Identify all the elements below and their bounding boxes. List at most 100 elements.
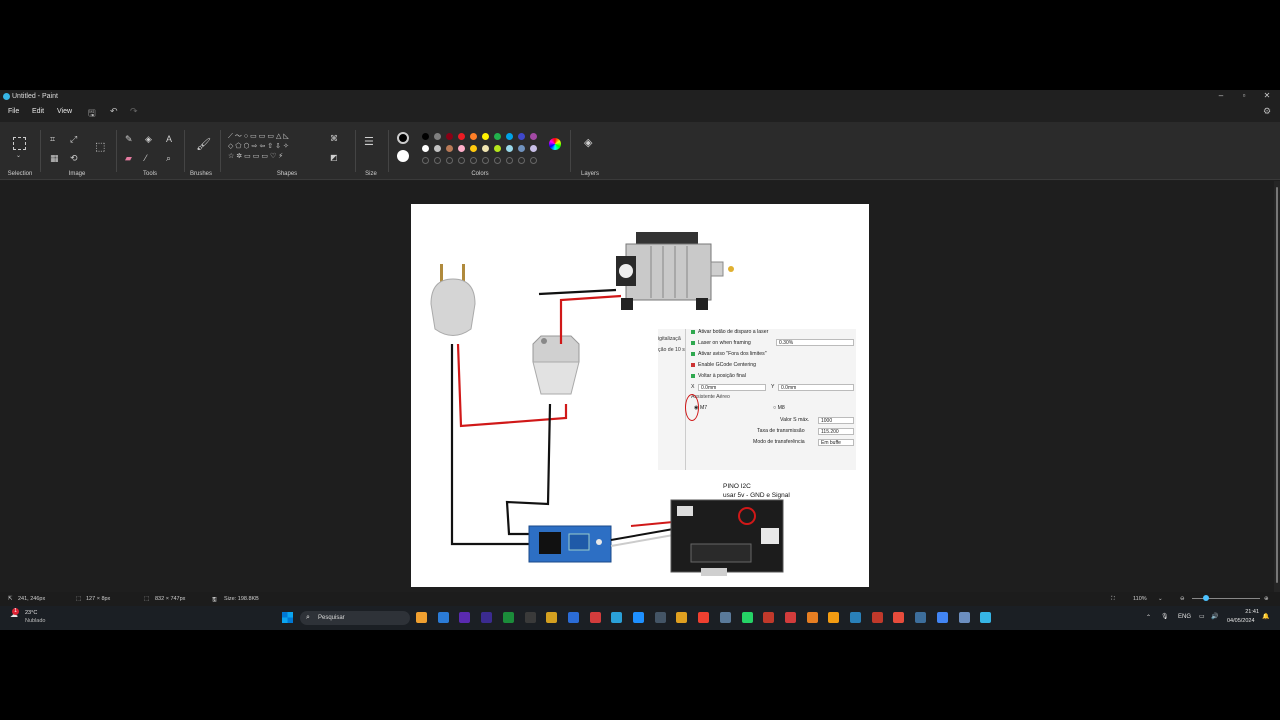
start-windows-icon[interactable]: [282, 612, 293, 623]
taskbar-app-icon[interactable]: [850, 612, 861, 623]
menu-edit[interactable]: Edit: [32, 108, 45, 115]
drawing-canvas[interactable]: igitalizaçã ção de 10 s Ativar botão de …: [411, 204, 869, 587]
zoom-slider[interactable]: [1192, 598, 1260, 599]
palette-color-swatch[interactable]: [482, 133, 489, 140]
taskbar-app-icon[interactable]: [763, 612, 775, 623]
crop-icon[interactable]: ⌗: [50, 134, 56, 144]
input-language[interactable]: ENG: [1178, 614, 1192, 620]
scrollbar-thumb[interactable]: [1276, 187, 1278, 583]
taskbar-app-icon[interactable]: [654, 612, 666, 623]
clock-time[interactable]: 21:41: [1245, 609, 1259, 615]
custom-color-slot[interactable]: [506, 157, 513, 164]
selection-dropdown-icon[interactable]: ⌄: [16, 153, 22, 159]
taskbar-app-icon[interactable]: [784, 612, 796, 623]
palette-color-swatch[interactable]: [494, 133, 501, 140]
taskbar-app-icon[interactable]: [871, 612, 883, 623]
palette-color-swatch[interactable]: [446, 145, 453, 152]
maximize-button[interactable]: ▫: [1242, 91, 1246, 100]
save-icon[interactable]: 🖫: [88, 108, 96, 118]
zoom-dropdown-icon[interactable]: ⌄: [1158, 596, 1163, 602]
taskbar-app-icon[interactable]: [698, 612, 710, 623]
custom-color-slot[interactable]: [422, 157, 429, 164]
palette-color-swatch[interactable]: [506, 145, 513, 152]
eraser-icon[interactable]: ▰: [125, 153, 132, 163]
taskbar-app-icon[interactable]: [893, 612, 905, 623]
palette-color-swatch[interactable]: [518, 145, 525, 152]
settings-gear-icon[interactable]: ⚙: [1263, 106, 1272, 116]
palette-color-swatch[interactable]: [530, 133, 537, 140]
taskbar-app-icon[interactable]: [806, 612, 818, 623]
edit-colors-icon[interactable]: [549, 138, 561, 150]
magnifier-icon[interactable]: ⌕: [166, 153, 172, 163]
redo-icon[interactable]: ↷: [130, 106, 138, 116]
taskbar-app-icon[interactable]: [524, 612, 536, 623]
taskbar-app-icon[interactable]: [958, 612, 970, 623]
minimize-button[interactable]: –: [1218, 91, 1224, 100]
palette-color-swatch[interactable]: [470, 145, 477, 152]
color-picker-icon[interactable]: ⁄: [145, 153, 147, 163]
custom-color-slot[interactable]: [494, 157, 501, 164]
notifications-bell-icon[interactable]: 🔔: [1262, 614, 1270, 620]
taskbar-app-icon[interactable]: [719, 612, 731, 623]
palette-color-swatch[interactable]: [482, 145, 489, 152]
palette-color-swatch[interactable]: [506, 133, 513, 140]
custom-color-slot[interactable]: [446, 157, 453, 164]
menu-view[interactable]: View: [57, 108, 73, 115]
custom-color-slot[interactable]: [458, 157, 465, 164]
taskbar-app-icon[interactable]: [459, 612, 471, 623]
show-hidden-icons[interactable]: ⌃: [1146, 615, 1152, 621]
image-select-icon[interactable]: ⬚: [95, 141, 106, 153]
vertical-scrollbar[interactable]: [1274, 181, 1280, 593]
custom-color-slot[interactable]: [518, 157, 525, 164]
weather-temp[interactable]: 23°C: [25, 610, 38, 616]
taskbar-app-icon[interactable]: [502, 612, 514, 623]
pencil-icon[interactable]: ✎: [125, 134, 133, 144]
microphone-icon[interactable]: 🎙: [1161, 614, 1169, 620]
weather-desc[interactable]: Nublado: [25, 618, 46, 624]
fit-to-window-icon[interactable]: ⛶: [1111, 596, 1115, 602]
primary-color-swatch[interactable]: [397, 132, 409, 144]
menu-file[interactable]: File: [8, 108, 20, 115]
fill-icon[interactable]: ◩: [330, 153, 338, 162]
custom-color-slot[interactable]: [470, 157, 477, 164]
taskbar-app-icon[interactable]: [936, 612, 948, 623]
taskbar-app-icon[interactable]: [828, 612, 840, 623]
taskbar-app-icon[interactable]: [437, 612, 449, 623]
close-button[interactable]: ✕: [1263, 91, 1271, 100]
resize-icon[interactable]: ⤢: [70, 134, 78, 144]
layers-icon[interactable]: ◈: [584, 137, 593, 149]
taskbar-app-icon[interactable]: [676, 612, 688, 623]
palette-color-swatch[interactable]: [434, 145, 441, 152]
line-size-icon[interactable]: ☰: [364, 136, 374, 148]
undo-icon[interactable]: ↶: [110, 106, 118, 116]
zoom-slider-thumb[interactable]: [1203, 595, 1209, 601]
taskbar-app-icon[interactable]: [567, 612, 579, 623]
shapes-gallery[interactable]: ⟋〜○▭▭▭△◺◇⬠⬡⇨⇦⇧⇩✧☆✲▭▭▭♡⚡: [228, 133, 291, 160]
taskbar-app-icon[interactable]: [980, 612, 992, 623]
palette-color-swatch[interactable]: [518, 133, 525, 140]
taskbar-app-icon[interactable]: [915, 612, 927, 623]
taskbar-search-box[interactable]: ⌕ Pesquisar: [300, 611, 410, 625]
secondary-color-swatch[interactable]: [397, 150, 409, 162]
taskbar-app-icon[interactable]: [589, 612, 601, 623]
taskbar-app-icon[interactable]: [633, 612, 644, 623]
custom-color-slot[interactable]: [482, 157, 489, 164]
palette-color-swatch[interactable]: [434, 133, 441, 140]
volume-icon[interactable]: 🔊: [1211, 614, 1219, 620]
outline-icon[interactable]: ⌘: [330, 134, 338, 143]
network-icon[interactable]: ▭: [1199, 614, 1205, 620]
fill-bucket-icon[interactable]: ◈: [145, 134, 152, 144]
zoom-out-icon[interactable]: ⊖: [1180, 596, 1185, 602]
clock-date[interactable]: 04/05/2024: [1227, 618, 1255, 624]
palette-color-swatch[interactable]: [446, 133, 453, 140]
palette-color-swatch[interactable]: [458, 145, 465, 152]
custom-color-slot[interactable]: [530, 157, 537, 164]
text-icon[interactable]: A: [166, 134, 173, 144]
zoom-level[interactable]: 110%: [1133, 596, 1147, 602]
palette-color-swatch[interactable]: [458, 133, 465, 140]
taskbar-app-icon[interactable]: [416, 612, 427, 623]
rotate-icon[interactable]: ⟲: [70, 153, 78, 163]
palette-color-swatch[interactable]: [530, 145, 537, 152]
brush-icon[interactable]: 🖌: [196, 137, 212, 151]
palette-color-swatch[interactable]: [470, 133, 477, 140]
